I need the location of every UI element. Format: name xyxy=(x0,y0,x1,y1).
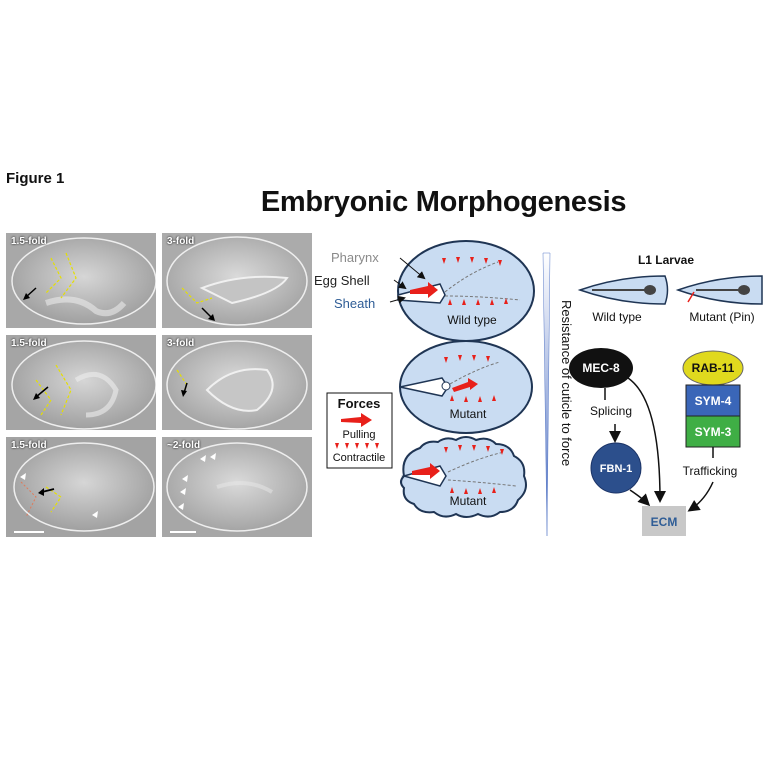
sheath-leader xyxy=(389,295,406,304)
larva-mutant xyxy=(675,275,763,305)
micrograph-image xyxy=(6,335,156,430)
contractile-arrows-mut1 xyxy=(444,355,496,402)
sym3-label: SYM-3 xyxy=(695,425,732,439)
mec8-node xyxy=(569,348,633,388)
figure-label: Figure 1 xyxy=(6,170,65,187)
splicing-label: Splicing xyxy=(590,404,632,418)
micrograph-image xyxy=(162,233,312,328)
micrograph-label: 1.5-fold xyxy=(11,440,47,451)
micrograph-panel: ~2-fold xyxy=(162,437,312,537)
micrograph-label: 1.5-fold xyxy=(11,236,47,247)
figure-title: Embryonic Morphogenesis xyxy=(260,186,627,218)
mec8-to-ecm-arrow xyxy=(627,377,666,503)
micrograph-label: ~2-fold xyxy=(167,440,201,451)
sym3-node xyxy=(685,415,741,448)
resistance-gradient xyxy=(542,252,551,537)
micrograph-image xyxy=(162,335,312,430)
sym4-label: SYM-4 xyxy=(695,394,732,408)
ecm-label: ECM xyxy=(651,515,678,529)
micrograph-panel: 3-fold xyxy=(162,233,312,328)
embryo-mutant-1 xyxy=(399,340,533,434)
micrograph-label: 3-fold xyxy=(167,338,195,349)
contractile-arrows-mut2 xyxy=(444,445,504,494)
micrograph-label: 1.5-fold xyxy=(11,338,47,349)
micrograph-panel: 1.5-fold xyxy=(6,335,156,430)
micrograph-image xyxy=(6,233,156,328)
panel-label-wild-type: Wild type xyxy=(447,313,497,327)
eggshell-leader xyxy=(393,279,407,290)
fbn1-to-ecm-arrow xyxy=(629,489,651,507)
forces-legend-pulling: Pulling xyxy=(342,429,375,441)
trafficking-label: Trafficking xyxy=(683,464,738,478)
egg-shell-label: Egg Shell xyxy=(314,273,370,288)
larvae-title: L1 Larvae xyxy=(638,253,694,267)
contractile-arrow-icon xyxy=(335,443,379,449)
micrograph-panel: 3-fold xyxy=(162,335,312,430)
rab11-label: RAB-11 xyxy=(692,361,735,375)
contractile-arrows-wt xyxy=(442,257,508,305)
pulling-arrow-icon xyxy=(341,413,372,427)
larva-wild-type xyxy=(577,275,669,305)
fbn1-label: FBN-1 xyxy=(600,463,632,475)
forces-legend-box xyxy=(326,392,393,469)
ecm-node xyxy=(642,506,686,536)
mec8-label: MEC-8 xyxy=(582,361,620,375)
sheath-label: Sheath xyxy=(334,296,375,311)
micrograph-image xyxy=(6,437,156,537)
gradient-label: Resistance of cuticle to force xyxy=(559,300,574,466)
forces-legend-title: Forces xyxy=(338,396,381,411)
trafficking-to-ecm-arrow xyxy=(687,481,714,512)
forces-legend-contractile: Contractile xyxy=(333,452,386,464)
fbn1-node xyxy=(590,442,642,494)
micrograph-panel: 1.5-fold xyxy=(6,233,156,328)
sym4-node xyxy=(685,384,741,417)
pharynx-label: Pharynx xyxy=(331,250,379,265)
larva-mutant-label: Mutant (Pin) xyxy=(689,310,754,324)
larva-wild-type-label: Wild type xyxy=(592,310,642,324)
embryo-mutant-2 xyxy=(400,436,527,518)
micrograph-label: 3-fold xyxy=(167,236,195,247)
micrograph-image xyxy=(162,437,312,537)
pharynx-leader xyxy=(399,257,426,280)
panel-label-mutant-1: Mutant xyxy=(450,407,487,421)
panel-label-mutant-2: Mutant xyxy=(450,494,487,508)
micrograph-panel: 1.5-fold xyxy=(6,437,156,537)
